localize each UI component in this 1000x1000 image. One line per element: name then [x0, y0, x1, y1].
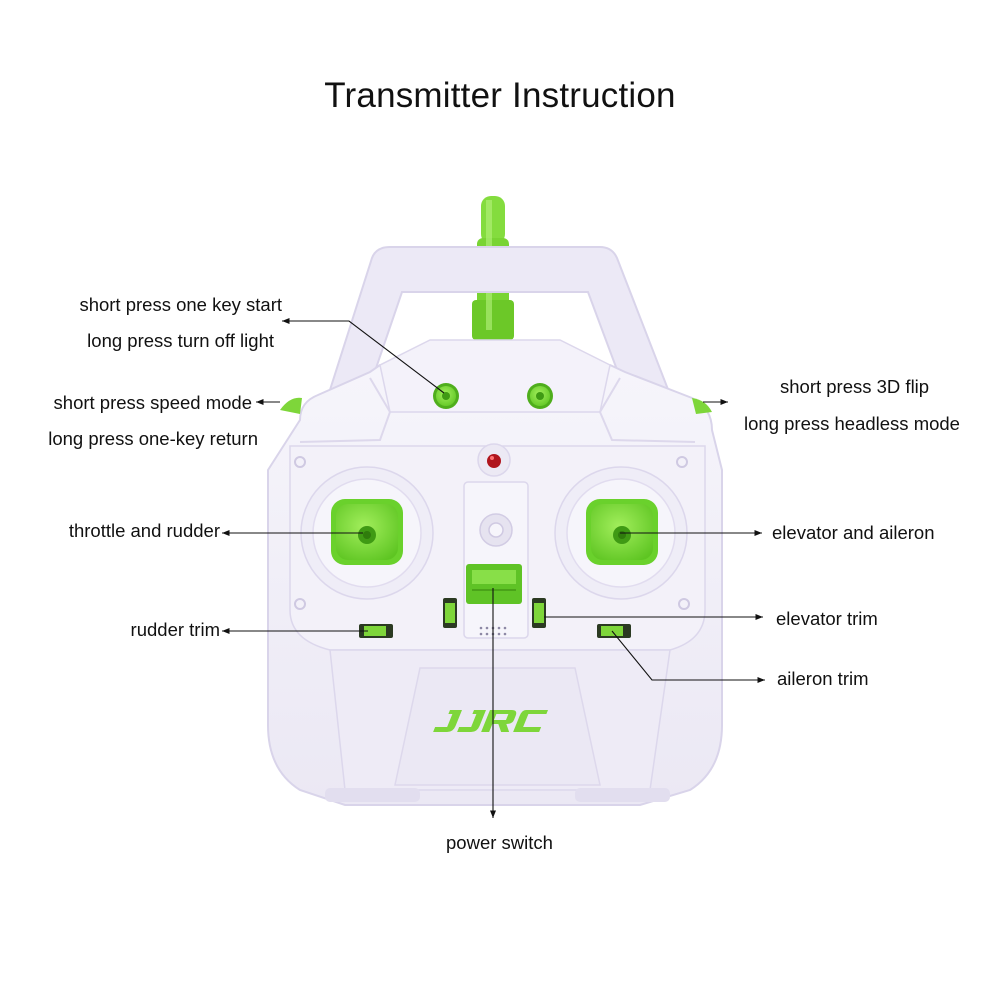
label-elevator-trim: elevator trim: [776, 608, 878, 629]
aileron-trim-switch[interactable]: [597, 624, 631, 638]
label-rudder-trim: rudder trim: [130, 619, 220, 640]
jjrc-logo: [433, 710, 548, 732]
label-start-long: long press turn off light: [87, 330, 274, 351]
flip-button[interactable]: [692, 398, 712, 414]
label-start-short: short press one key start: [79, 294, 282, 315]
one-key-start-button[interactable]: [433, 383, 459, 409]
throttle-trim-switch[interactable]: [443, 598, 457, 628]
label-flip-short: short press 3D flip: [780, 376, 930, 397]
label-flip-long: long press headless mode: [744, 413, 960, 434]
leader-lines: [222, 317, 765, 818]
rudder-trim-switch[interactable]: [359, 624, 393, 638]
label-speed-long: long press one-key return: [48, 428, 258, 449]
power-switch[interactable]: [466, 564, 522, 604]
speaker-grille: [479, 626, 507, 636]
power-indicator-led: [477, 443, 511, 477]
center-screw: [479, 513, 513, 547]
label-power-switch: power switch: [446, 832, 553, 853]
label-aileron-trim: aileron trim: [777, 668, 869, 689]
throttle-rudder-stick[interactable]: [300, 466, 434, 600]
label-throttle-rudder: throttle and rudder: [68, 520, 220, 541]
label-elevator-aileron: elevator and aileron: [772, 522, 935, 543]
speed-mode-button[interactable]: [280, 397, 302, 414]
label-speed-short: short press speed mode: [53, 392, 252, 413]
elevator-trim-switch[interactable]: [532, 598, 546, 628]
page-title: Transmitter Instruction: [324, 76, 676, 115]
right-top-knob[interactable]: [527, 383, 553, 409]
